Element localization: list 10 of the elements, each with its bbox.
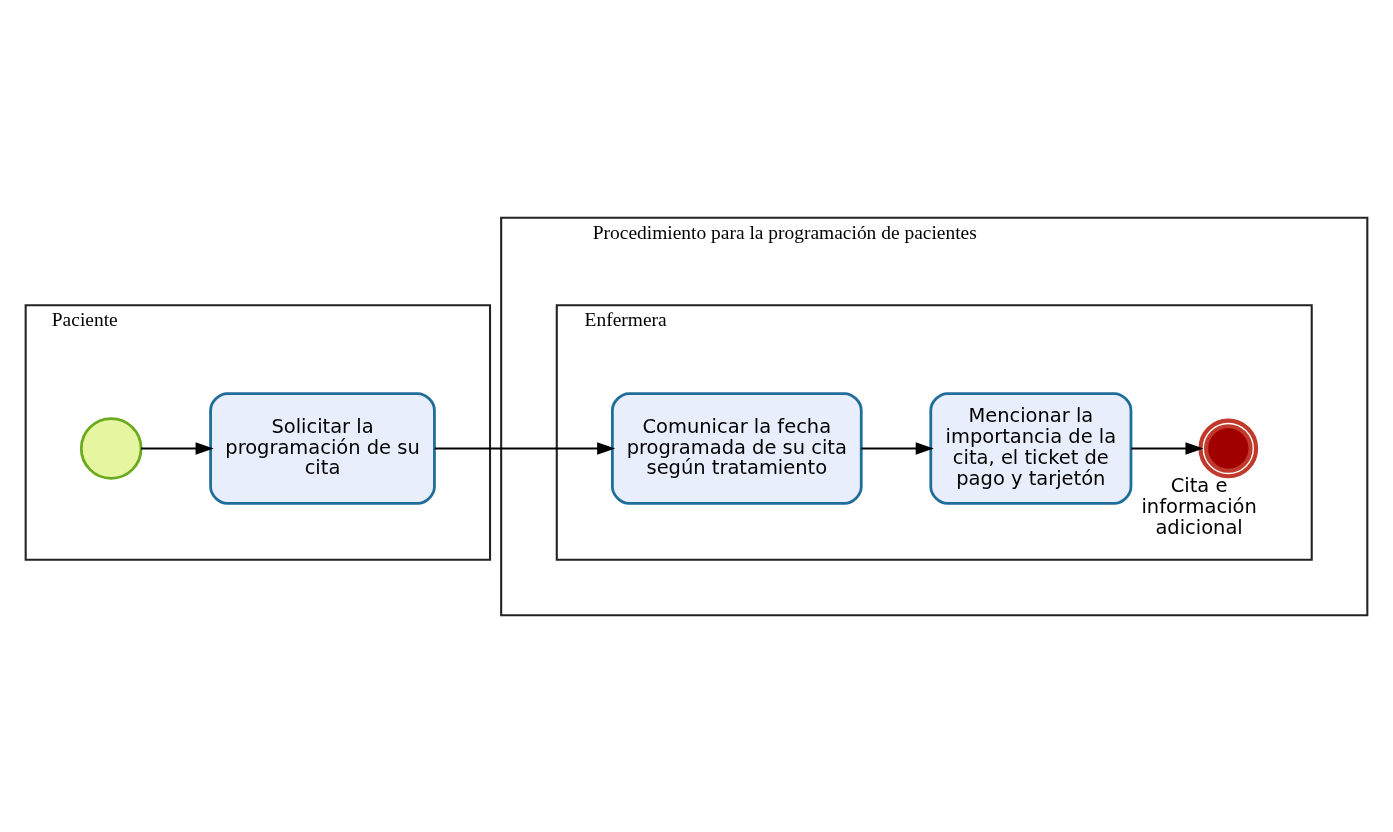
arrow xyxy=(861,441,934,455)
node-circle xyxy=(1198,418,1259,478)
arrow xyxy=(141,441,214,455)
node-box: Mencionar la importancia de la cita, el ticket de pago y tarjetón xyxy=(929,391,1133,505)
arrow xyxy=(434,441,616,455)
node-label: Cita e información adicional xyxy=(1141,473,1257,539)
node-circle xyxy=(79,416,143,480)
node-box: Solicitar la programación de su cita xyxy=(209,391,436,505)
arrow xyxy=(1131,441,1204,455)
node-box: Comunicar la fecha programada de su cita según tratamiento xyxy=(611,391,863,505)
